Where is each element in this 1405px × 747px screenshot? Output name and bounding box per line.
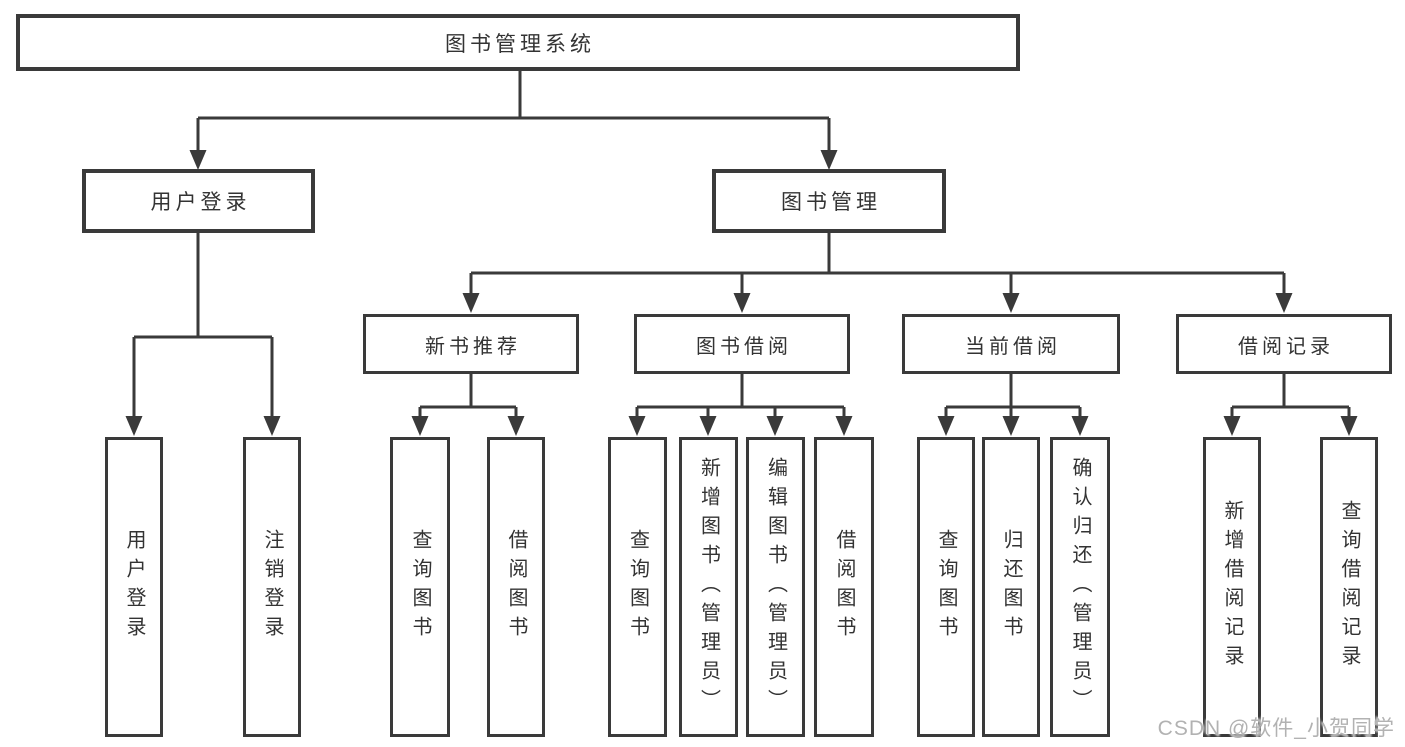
node-new-book-recommend: 新书推荐 [363, 314, 579, 374]
leaf-newbook-borrow-books: 借阅图书 [487, 437, 545, 737]
csdn-watermark: CSDN @软件_小贺同学 [1157, 717, 1395, 740]
leaf-logout: 注销登录 [243, 437, 301, 737]
leaf-record-add-borrow-record-label: 新增借阅记录 [1221, 500, 1243, 674]
leaf-current-confirm-return-admin: 确认归还（管理员） [1050, 437, 1110, 737]
node-book-borrow: 图书借阅 [634, 314, 850, 374]
node-borrow-record: 借阅记录 [1176, 314, 1392, 374]
node-borrow-record-label: 借阅记录 [1238, 335, 1334, 358]
arrowheads [125, 150, 1358, 436]
leaf-borrow-borrow-books-label: 借阅图书 [833, 529, 855, 645]
leaf-record-query-borrow-record-label: 查询借阅记录 [1338, 500, 1360, 674]
leaf-borrow-edit-books-admin-label: 编辑图书（管理员） [764, 456, 787, 718]
connector-lines [132, 71, 1351, 418]
leaf-borrow-add-books-admin-label: 新增图书（管理员） [697, 456, 720, 718]
leaf-newbook-borrow-books-label: 借阅图书 [505, 529, 527, 645]
leaf-borrow-borrow-books: 借阅图书 [814, 437, 874, 737]
leaf-borrow-add-books-admin: 新增图书（管理员） [679, 437, 738, 737]
node-root: 图书管理系统 [16, 14, 1020, 71]
node-user-login: 用户登录 [82, 169, 315, 233]
node-root-label: 图书管理系统 [445, 32, 595, 56]
node-book-management-label: 图书管理 [781, 191, 881, 214]
leaf-borrow-edit-books-admin: 编辑图书（管理员） [746, 437, 805, 737]
leaf-current-query-books: 查询图书 [917, 437, 975, 737]
node-book-borrow-label: 图书借阅 [696, 335, 792, 358]
leaf-user-login-label: 用户登录 [123, 529, 145, 645]
leaf-borrow-query-books: 查询图书 [608, 437, 667, 737]
node-current-borrow: 当前借阅 [902, 314, 1120, 374]
leaf-record-query-borrow-record: 查询借阅记录 [1320, 437, 1378, 737]
leaf-current-confirm-return-admin-label: 确认归还（管理员） [1069, 456, 1091, 718]
leaf-current-query-books-label: 查询图书 [935, 529, 957, 645]
leaf-current-return-books-label: 归还图书 [1000, 529, 1022, 645]
leaf-newbook-query-books: 查询图书 [390, 437, 450, 737]
node-new-book-recommend-label: 新书推荐 [425, 335, 521, 358]
node-current-borrow-label: 当前借阅 [965, 335, 1061, 358]
leaf-logout-label: 注销登录 [261, 529, 283, 645]
leaf-newbook-query-books-label: 查询图书 [409, 529, 431, 645]
node-user-login-label: 用户登录 [150, 191, 251, 214]
leaf-current-return-books: 归还图书 [982, 437, 1040, 737]
leaf-record-add-borrow-record: 新增借阅记录 [1203, 437, 1261, 737]
node-book-management: 图书管理 [712, 169, 946, 233]
leaf-user-login: 用户登录 [105, 437, 163, 737]
leaf-borrow-query-books-label: 查询图书 [626, 529, 649, 645]
